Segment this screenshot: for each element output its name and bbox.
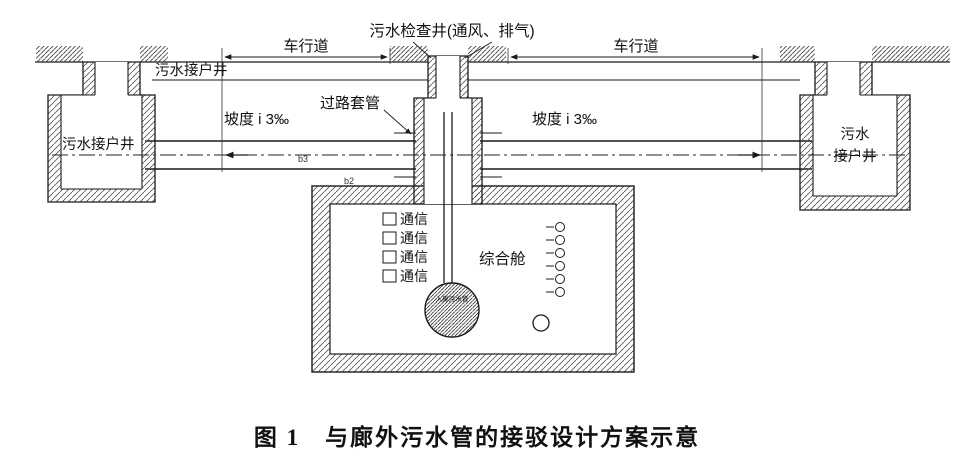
- dimension-extension-lines: [221, 48, 763, 172]
- comm-cable-brackets: [382, 212, 397, 283]
- inspection-well-label: 污水检查井(通风、排气): [369, 22, 534, 40]
- service-well-right-label-1: 污水: [841, 126, 870, 143]
- slope-left-label: 坡度 i 3‰: [224, 111, 289, 128]
- label-leaders: [383, 41, 493, 135]
- comm-label-1: 通信: [400, 211, 428, 227]
- inspection-well: [413, 55, 483, 205]
- service-well-right-label-2: 接户井: [833, 148, 877, 165]
- ref-b2: b2: [344, 176, 354, 186]
- figure-caption: 图 1 与廊外污水管的接驳设计方案示意: [254, 424, 700, 450]
- service-well-top-left-label: 污水接户井: [155, 62, 228, 79]
- small-pipe-section: [532, 314, 550, 332]
- inlet-pipe-label: 入廊污水管: [436, 294, 469, 303]
- lane-left-label: 车行道: [283, 38, 328, 55]
- inlet-sewage-pipe-section: 入廊污水管: [424, 282, 480, 338]
- sewer-pipe-left: [145, 140, 416, 170]
- ref-b3: b3: [298, 154, 308, 164]
- sewer-pipe-right: [480, 140, 812, 170]
- cable-hooks: [546, 222, 565, 297]
- lane-right-label: 车行道: [613, 38, 658, 55]
- comm-label-2: 通信: [400, 230, 428, 246]
- utility-tunnel: [311, 185, 635, 373]
- left-service-well: [47, 61, 156, 203]
- earth-hatch-blocks: [36, 46, 950, 62]
- comm-label-3: 通信: [400, 249, 428, 265]
- ground-surface: [35, 61, 950, 81]
- road-casing-label: 过路套管: [320, 95, 380, 112]
- slope-right-label: 坡度 i 3‰: [532, 111, 597, 128]
- road-casing-sleeve: [394, 132, 502, 178]
- service-well-left-label: 污水接户井: [62, 136, 135, 153]
- comm-label-4: 通信: [400, 268, 428, 284]
- compartment-label: 综合舱: [479, 250, 526, 268]
- right-service-well: [799, 61, 911, 211]
- drop-pipe: [443, 112, 453, 283]
